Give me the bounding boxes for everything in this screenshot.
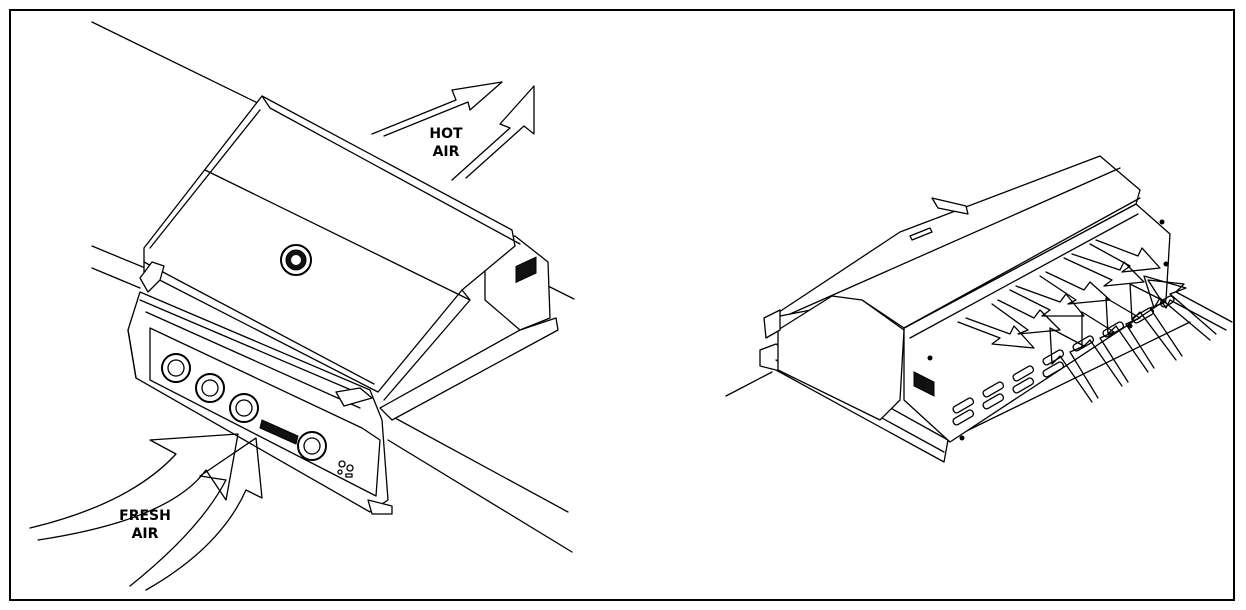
control-knob [297,431,327,461]
rear-vent-icon [913,371,935,397]
control-knob [195,373,225,403]
counter-line [91,267,141,289]
handle-end [763,309,781,339]
control-knob [161,353,191,383]
intake-arrow-icon [1129,283,1183,361]
fresh-air-label-line1: FRESH [119,508,171,524]
logo-badge-icon [259,419,299,445]
lid-handle-bracket [335,387,373,407]
hot-air-label-line1: HOT [429,126,463,142]
intake-arrow-icon [1049,327,1099,403]
intake-arrow-icon [1063,253,1145,287]
counter-line [91,21,273,111]
handle-cap [931,197,969,215]
intake-arrow-icon [1105,297,1155,373]
hot-air-arrows: HOT AIR [371,81,535,181]
fresh-air-arrow-icon [29,433,239,541]
right-grill-illustration [725,155,1191,463]
counter-line [383,411,569,513]
grill-lid [143,95,516,393]
grill-foot [367,499,393,515]
intake-arrow-icon [991,299,1061,335]
counter-line [387,439,573,553]
intake-arrows [957,239,1233,403]
hot-air-arrow-icon [451,85,535,181]
fresh-air-label-line2: AIR [132,526,159,542]
lid-handle-bracket [139,261,165,293]
counter-line [91,245,151,271]
intake-arrow-icon [957,317,1035,349]
fresh-air-arrow-icon [129,437,263,591]
intake-arrow-icon [1147,279,1233,331]
hot-air-arrow-icon [371,81,503,137]
lid-handle [909,227,933,241]
hot-air-label-line2: AIR [433,144,460,160]
lid-thermometer-icon [280,244,312,276]
intake-arrow-icon [1081,311,1129,387]
fresh-air-arrows: FRESH AIR [29,433,263,591]
grill-side-tray [379,317,559,421]
ignition-buttons-icon [337,460,354,478]
intake-arrow-icon [1009,285,1085,317]
side-vent-icon [515,256,537,284]
control-knob [229,393,259,423]
rear-lid-side [777,295,905,421]
counter-line [547,285,575,300]
left-grill-illustration [91,21,575,553]
intake-arrow-icon [1089,239,1161,273]
counter-line [725,371,773,397]
rear-rivets [927,219,1169,441]
